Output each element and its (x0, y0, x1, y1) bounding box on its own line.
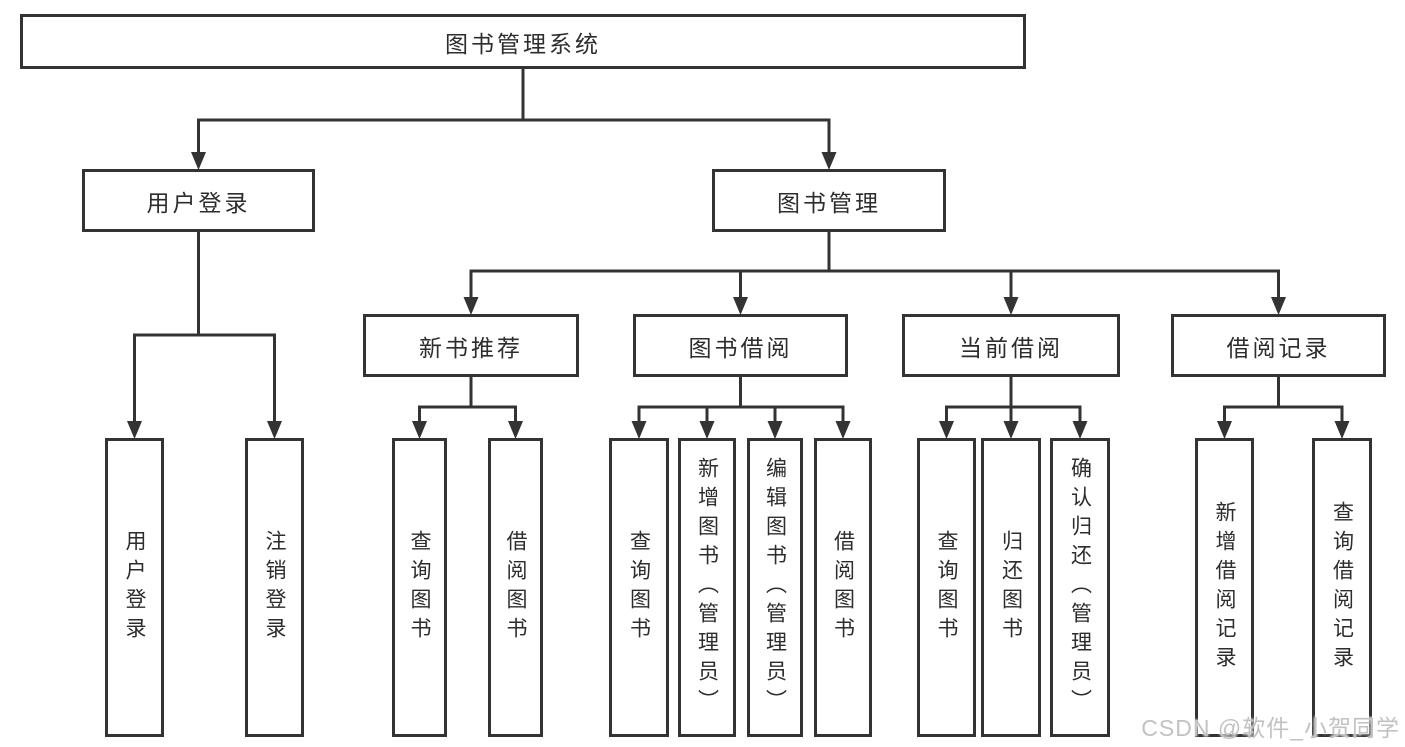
connector-book-borrow-to-leaves (631, 377, 851, 439)
connector-user-login-to-leaves (127, 232, 282, 439)
node-user-login: 用户登录 (82, 169, 315, 232)
leaf-add-borrow-record: 新增借阅记录 (1195, 438, 1254, 737)
leaf-borrow-books: 借阅图书 (814, 438, 872, 737)
watermark: CSDN @软件_小贺同学 (1141, 715, 1400, 741)
connector-borrow-records-to-leaves (1217, 377, 1350, 439)
leaf-return-books: 归还图书 (981, 438, 1041, 737)
leaf-query-books-recommend: 查询图书 (392, 438, 447, 737)
connector-book-management-to-level3 (463, 232, 1286, 315)
leaf-query-books-borrow: 查询图书 (609, 438, 669, 737)
leaf-logout: 注销登录 (245, 438, 304, 737)
leaf-user-login: 用户登录 (105, 438, 164, 737)
leaf-edit-books-admin: 编辑图书（管理员） (747, 438, 803, 737)
connector-root-to-level2 (191, 69, 837, 170)
connector-new-book-recommend-to-leaves (412, 377, 523, 439)
leaf-query-books-current: 查询图书 (917, 438, 976, 737)
node-book-borrow: 图书借阅 (633, 314, 848, 377)
node-book-management: 图书管理 (712, 169, 946, 232)
node-root: 图书管理系统 (20, 14, 1026, 69)
leaf-add-books-admin: 新增图书（管理员） (678, 438, 736, 737)
leaf-confirm-return-admin: 确认归还（管理员） (1050, 438, 1110, 737)
node-current-borrow: 当前借阅 (902, 314, 1120, 377)
node-new-book-recommend: 新书推荐 (363, 314, 579, 377)
connector-current-borrow-to-leaves (939, 377, 1088, 439)
leaf-borrow-books-recommend: 借阅图书 (488, 438, 543, 737)
leaf-query-borrow-record: 查询借阅记录 (1312, 438, 1372, 737)
node-borrow-records: 借阅记录 (1171, 314, 1386, 377)
